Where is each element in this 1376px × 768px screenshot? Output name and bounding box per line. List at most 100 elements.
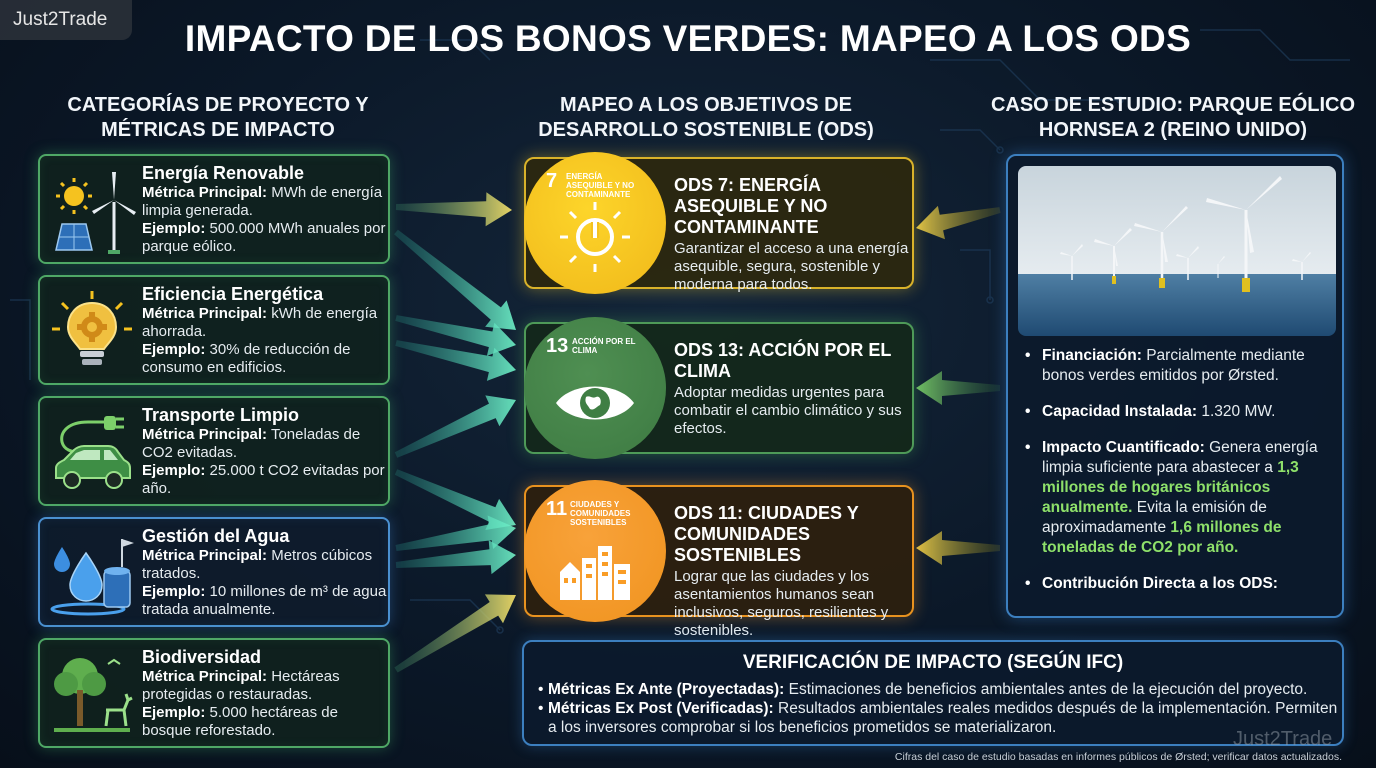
- water-drop-icon: [50, 539, 134, 616]
- sdg-number: 13: [546, 335, 569, 357]
- category-card-renewable: Energía Renovable Métrica Principal: MWh…: [38, 154, 390, 264]
- sdg-badge-text: ACCIÓN POR EL CLIMA: [572, 337, 636, 355]
- connector-arrow-3: [395, 315, 516, 356]
- verification-list: Métricas Ex Ante (Proyectadas): Estimaci…: [538, 680, 1338, 737]
- metric-label: Métrica Principal:: [142, 668, 268, 685]
- power-sun-icon: [560, 202, 630, 272]
- solar-wind-icon: [55, 172, 136, 254]
- metric-label: Métrica Principal:: [142, 305, 268, 322]
- sdg-card-13: 13 ACCIÓN POR EL CLIMA ODS 13: ACCIÓN PO…: [524, 317, 914, 459]
- contribution-label: Contribución Directa a los ODS:: [1042, 575, 1278, 592]
- brand-logo: Just2Trade: [0, 0, 132, 40]
- category-title: Energía Renovable: [142, 163, 305, 183]
- sdg-badge-text: ENERGÍA ASEQUIBLE Y NO CONTAMINANTE: [566, 172, 635, 199]
- category-card-efficiency: Eficiencia Energética Métrica Principal:…: [38, 275, 390, 385]
- left-column-heading: CATEGORÍAS DE PROYECTO Y MÉTRICAS DE IMP…: [67, 94, 369, 141]
- brand-watermark: Just2Trade: [1233, 728, 1333, 750]
- sdg-13-badge: 13 ACCIÓN POR EL CLIMA: [524, 317, 666, 459]
- financing-label: Financiación:: [1042, 347, 1142, 364]
- category-title: Biodiversidad: [142, 647, 262, 667]
- capacity-label: Capacidad Instalada:: [1042, 403, 1198, 420]
- ex-ante-text: Estimaciones de beneficios ambientales a…: [788, 681, 1308, 698]
- electric-car-icon: [55, 416, 131, 489]
- metric-label: Métrica Principal:: [142, 184, 268, 201]
- city-buildings-icon: [560, 546, 630, 600]
- sdg-11-badge: 11 CIUDADES Y COMUNIDADES SOSTENIBLES: [524, 480, 666, 622]
- example-label: Ejemplo:: [142, 583, 206, 600]
- eye-globe-icon: [556, 386, 634, 420]
- ex-post-text: Resultados ambientales reales medidos de…: [548, 700, 1338, 736]
- connector-arrow-12: [916, 531, 1000, 565]
- connector-arrow-6: [394, 469, 516, 530]
- sdg-description: Garantizar el acceso a una energía asequ…: [674, 240, 909, 293]
- case-study-card: Financiación: Parcialmente mediante bono…: [1006, 154, 1344, 618]
- lightbulb-gear-icon: [52, 291, 132, 365]
- metric-text: kWh de energía ahorrada.: [142, 305, 378, 340]
- connector-arrow-7: [395, 515, 516, 551]
- sdg-description: Lograr que las ciudades y los asentamien…: [674, 568, 889, 639]
- category-title: Eficiencia Energética: [142, 284, 324, 304]
- category-card-transport: Transporte Limpio Métrica Principal: Ton…: [38, 396, 390, 506]
- connector-arrow-5: [394, 395, 516, 458]
- case-item-capacity: Capacidad Instalada: 1.320 MW.: [1022, 402, 1338, 422]
- metric-label: Métrica Principal:: [142, 426, 268, 443]
- category-card-water: Gestión del Agua Métrica Principal: Metr…: [38, 517, 390, 627]
- verification-ex-ante: Métricas Ex Ante (Proyectadas): Estimaci…: [538, 680, 1338, 699]
- example-text: 30% de reducción de consumo en edificios…: [142, 341, 351, 376]
- sdg-card-11: 11 CIUDADES Y COMUNIDADES SOSTENIBLES OD…: [524, 480, 914, 639]
- metric-label: Métrica Principal:: [142, 547, 268, 564]
- connector-arrow-10: [916, 205, 1001, 240]
- connector-arrow-8: [395, 540, 516, 575]
- ex-ante-label: Métricas Ex Ante (Proyectadas):: [548, 681, 785, 698]
- case-item-contribution: Contribución Directa a los ODS:: [1022, 574, 1338, 594]
- verification-ex-post: Métricas Ex Post (Verificadas): Resultad…: [538, 699, 1338, 737]
- verification-panel: VERIFICACIÓN DE IMPACTO (SEGÚN IFC) Métr…: [522, 640, 1344, 746]
- impact-text-1: Genera energía limpia suficiente para ab…: [1042, 439, 1318, 476]
- example-text: 500.000 MWh anuales por parque eólico.: [142, 220, 386, 255]
- sdg-7-badge: 7 ENERGÍA ASEQUIBLE Y NO CONTAMINANTE: [524, 152, 666, 294]
- connector-arrow-1: [395, 192, 512, 227]
- case-study-list: Financiación: Parcialmente mediante bono…: [1022, 346, 1338, 610]
- sdg-title: ODS 7: ENERGÍA ASEQUIBLE Y NO CONTAMINAN…: [674, 175, 828, 237]
- example-label: Ejemplo:: [142, 220, 206, 237]
- capacity-text: 1.320 MW.: [1201, 403, 1276, 420]
- ex-post-label: Métricas Ex Post (Verificadas):: [548, 700, 774, 717]
- example-text: 10 millones de m³ de agua tratada anualm…: [142, 583, 387, 618]
- sdg-card-7: 7 ENERGÍA ASEQUIBLE Y NO CONTAMINANTE OD…: [524, 152, 914, 294]
- metric-text: Metros cúbicos tratados.: [142, 547, 373, 582]
- sdg-number: 11: [546, 498, 568, 520]
- impact-text-2: Evita la emisión de aproximadamente: [1042, 499, 1267, 536]
- sdg-title: ODS 11: CIUDADES Y COMUNIDADES SOSTENIBL…: [674, 503, 859, 565]
- sdg-badge-text: CIUDADES Y COMUNIDADES SOSTENIBLES: [570, 500, 631, 527]
- sdg-number: 7: [546, 170, 558, 192]
- tree-deer-icon: [54, 658, 133, 732]
- metric-text: Hectáreas protegidas o restauradas.: [142, 668, 340, 703]
- offshore-wind-farm-image: [1018, 166, 1336, 336]
- metric-text: MWh de energía limpia generada.: [142, 184, 383, 219]
- category-title: Transporte Limpio: [142, 405, 300, 425]
- verification-title: VERIFICACIÓN DE IMPACTO (SEGÚN IFC): [742, 652, 1124, 673]
- example-label: Ejemplo:: [142, 704, 206, 721]
- metric-text: Toneladas de CO2 evitadas.: [142, 426, 361, 461]
- impact-highlight-1: 1,3 millones de hogares británicos anual…: [1042, 459, 1299, 516]
- page-title: IMPACTO DE LOS BONOS VERDES: MAPEO A LOS…: [184, 18, 1192, 59]
- example-label: Ejemplo:: [142, 341, 206, 358]
- example-label: Ejemplo:: [142, 462, 206, 479]
- footnote: Cifras del caso de estudio basadas en in…: [894, 751, 1342, 763]
- case-item-financing: Financiación: Parcialmente mediante bono…: [1022, 346, 1338, 386]
- impact-highlight-2: 1,6 millones de toneladas de CO2 por año…: [1042, 519, 1282, 556]
- right-column-heading: CASO DE ESTUDIO: PARQUE EÓLICO HORNSEA 2…: [990, 94, 1356, 141]
- sdg-title: ODS 13: ACCIÓN POR EL CLIMA: [674, 340, 892, 381]
- impact-label: Impacto Cuantificado:: [1042, 439, 1205, 456]
- example-text: 25.000 t CO2 evitadas por año.: [142, 462, 385, 497]
- connector-arrow-4: [395, 340, 516, 381]
- category-title: Gestión del Agua: [142, 526, 290, 546]
- connector-arrow-2: [394, 229, 516, 330]
- middle-column-heading: MAPEO A LOS OBJETIVOS DE DESARROLLO SOST…: [538, 94, 874, 141]
- category-card-biodiversity: Biodiversidad Métrica Principal: Hectáre…: [38, 638, 390, 748]
- connector-arrow-11: [916, 371, 1000, 405]
- case-item-impact: Impacto Cuantificado: Genera energía lim…: [1022, 438, 1338, 558]
- financing-text: Parcialmente mediante bonos verdes emiti…: [1042, 347, 1305, 384]
